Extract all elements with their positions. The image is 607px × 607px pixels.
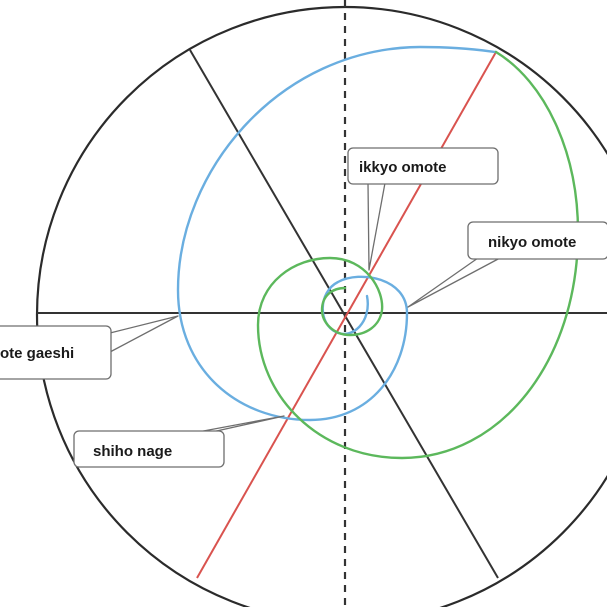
callout-shiho-nage: shiho nage xyxy=(73,415,285,468)
blue-spiral xyxy=(176,45,498,422)
callout-label-nikyo: nikyo omote xyxy=(488,234,576,251)
callout-label-ikkyo: ikkyo omote xyxy=(359,159,447,176)
callout-label-shiho: shiho nage xyxy=(93,443,172,460)
callout-ikkyo-omote: ikkyo omote xyxy=(347,147,499,271)
callout-kote-gaeshi: ote gaeshi xyxy=(0,315,179,380)
red-diagonal-line xyxy=(196,51,497,579)
callout-label-kote: ote gaeshi xyxy=(0,345,74,362)
dark-diagonal-line xyxy=(189,49,499,579)
callout-nikyo-omote: nikyo omote xyxy=(407,221,607,308)
